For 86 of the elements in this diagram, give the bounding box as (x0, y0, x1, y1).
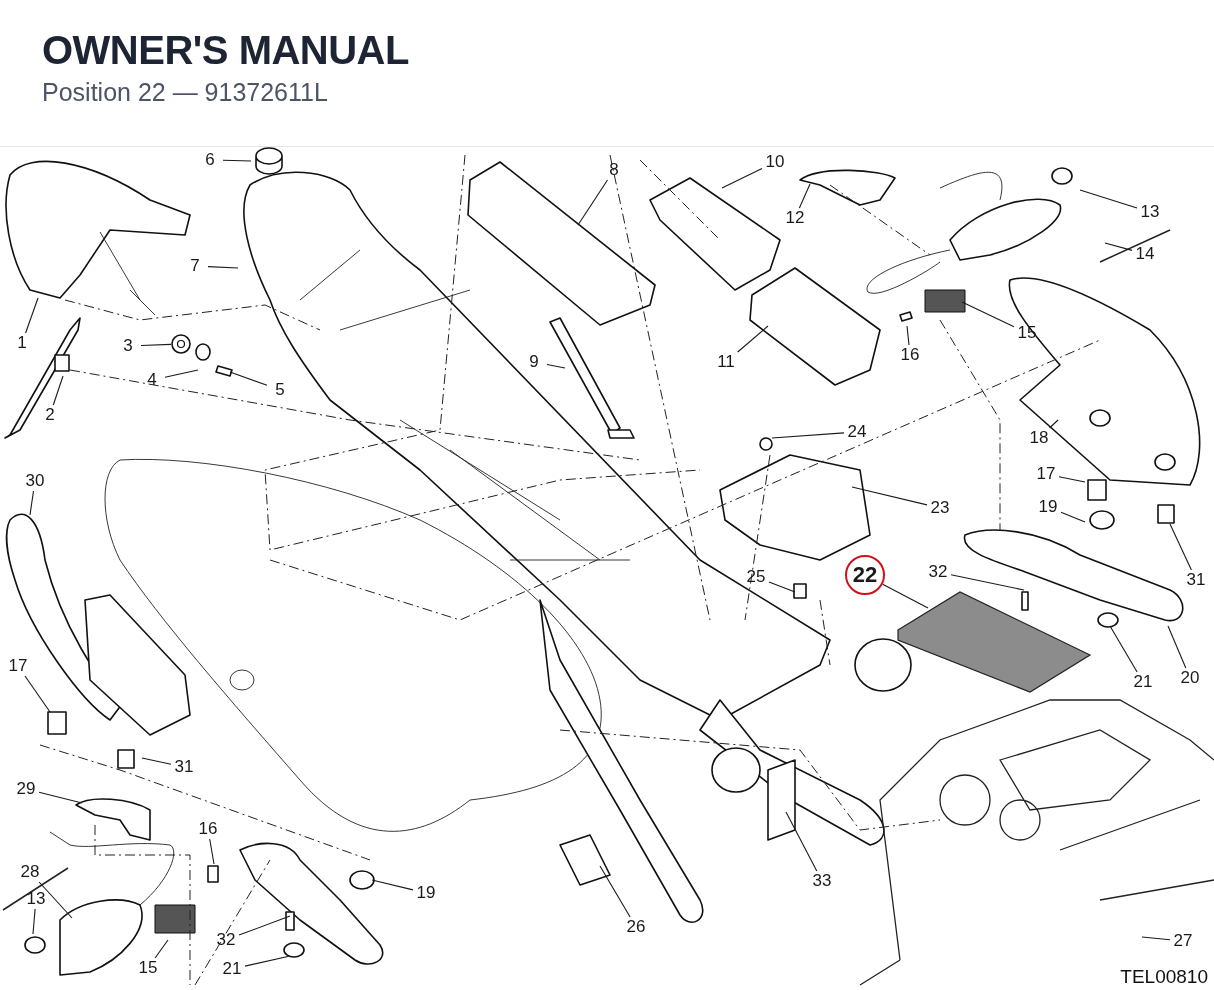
leader-line (768, 581, 796, 593)
callout-number: 18 (1026, 428, 1052, 448)
callout-number: 15 (1014, 323, 1040, 343)
callout-number: 2 (37, 405, 63, 425)
callout-number: 23 (927, 498, 953, 518)
leader-line (164, 369, 199, 378)
callout-number: 33 (809, 871, 835, 891)
callout-number: 5 (267, 380, 293, 400)
leader-line (222, 159, 252, 162)
leader-line (1167, 625, 1187, 669)
callout-number: 8 (601, 160, 627, 180)
callout-number: 6 (197, 150, 223, 170)
leader-line (140, 343, 172, 347)
leader-line (238, 915, 291, 936)
leader-line (209, 838, 215, 865)
callout-number: 1 (9, 333, 35, 353)
callout-number: 13 (1137, 202, 1163, 222)
callout-number: 26 (623, 917, 649, 937)
callout-number: 17 (5, 656, 31, 676)
leader-line (950, 574, 1025, 591)
callout-number: 9 (521, 352, 547, 372)
callout-number: 19 (413, 883, 439, 903)
callout-number: 17 (1033, 464, 1059, 484)
callout-number: 30 (22, 471, 48, 491)
leader-line (1109, 625, 1138, 673)
leader-line (737, 325, 769, 353)
leader-line (882, 583, 929, 609)
leader-line (798, 183, 811, 209)
leader-line (785, 811, 818, 872)
subtitle: Position 22 — 91372611L (42, 78, 328, 107)
callout-number: 16 (897, 345, 923, 365)
callout-number: 16 (195, 819, 221, 839)
callout-number: 21 (1130, 672, 1156, 692)
leader-line (599, 865, 631, 918)
rubber-grommet (171, 334, 191, 354)
leader-line (207, 266, 239, 269)
callout-number: 19 (1035, 497, 1061, 517)
leader-line (961, 301, 1015, 328)
callout-number: 7 (182, 256, 208, 276)
leader-line (851, 486, 928, 506)
callout-number: 11 (713, 352, 739, 372)
callout-number: 29 (13, 779, 39, 799)
leader-line (244, 955, 291, 967)
callout-number: 31 (171, 757, 197, 777)
leader-line (38, 791, 83, 804)
callout-number: 22 (845, 555, 885, 595)
leader-line (1049, 419, 1059, 429)
leader-line (1104, 242, 1133, 251)
callout-number: 24 (844, 422, 870, 442)
callout-number: 12 (782, 208, 808, 228)
callout-number: 27 (1170, 931, 1196, 951)
leader-line (141, 757, 172, 765)
callout-number: 10 (762, 152, 788, 172)
leader-line (906, 325, 910, 346)
leader-line (771, 432, 845, 439)
callout-number: 28 (17, 862, 43, 882)
leader-line (1169, 523, 1192, 571)
callout-number: 15 (135, 958, 161, 978)
leader-line (546, 363, 566, 369)
leader-line (1079, 189, 1138, 209)
leader-line (25, 297, 39, 334)
callout-number: 21 (219, 959, 245, 979)
leader-line (32, 908, 36, 935)
callout-number: 13 (23, 889, 49, 909)
callout-number: 4 (139, 370, 165, 390)
leader-line (52, 375, 64, 406)
leader-line (1141, 936, 1171, 941)
leader-line (577, 179, 609, 226)
page-title: OWNER'S MANUAL (42, 28, 409, 73)
callout-number: 32 (213, 930, 239, 950)
leader-line (1058, 476, 1086, 483)
leader-line (721, 167, 763, 189)
callout-number: 14 (1132, 244, 1158, 264)
callout-number: 32 (925, 562, 951, 582)
callout-number: 31 (1183, 570, 1209, 590)
leader-line (24, 675, 51, 713)
drawing-code: TEL00810 (1120, 966, 1208, 988)
leader-line (1060, 511, 1086, 523)
callout-number: 3 (115, 336, 141, 356)
callout-number: 20 (1177, 668, 1203, 688)
leader-line (29, 490, 35, 516)
leader-line (38, 881, 73, 919)
leader-line (154, 939, 169, 959)
leader-line (229, 371, 268, 386)
callout-number: 25 (743, 567, 769, 587)
leader-line (371, 879, 414, 891)
